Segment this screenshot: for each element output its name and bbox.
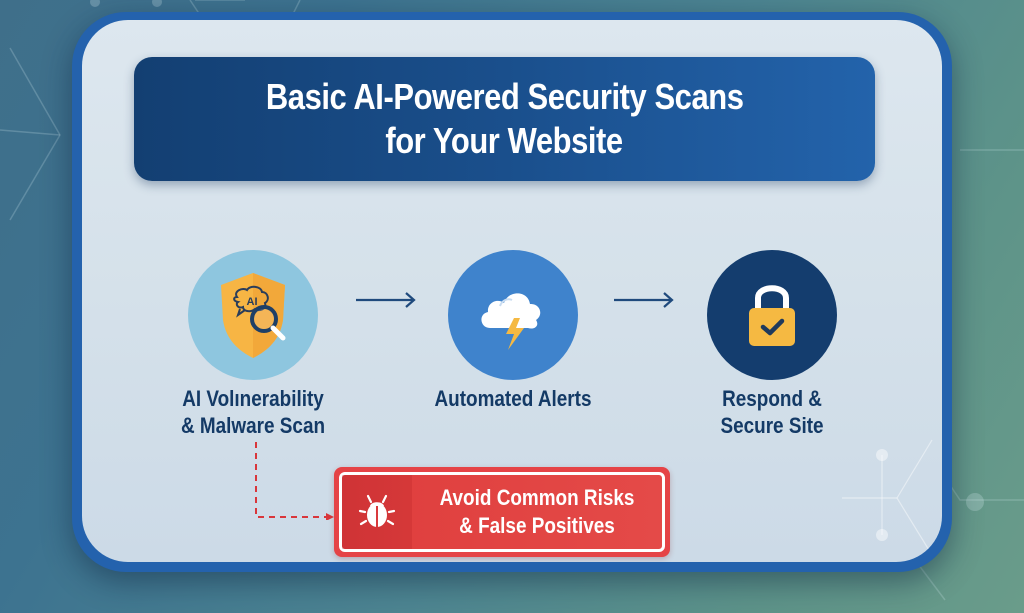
- svg-text:AI: AI: [247, 296, 258, 308]
- bug-icon: [358, 494, 396, 527]
- step-respond-circle: [707, 250, 837, 380]
- step-alerts-circle: [448, 250, 578, 380]
- step-alerts-label: Automated Alerts: [434, 386, 592, 411]
- title-line-2: for Your Website: [385, 120, 624, 161]
- cloud-lightning-icon: [481, 293, 541, 350]
- warning-text: Avoid Common Risks & False Positives: [439, 485, 635, 538]
- shield-ai-magnifier-icon: AI: [221, 273, 286, 358]
- padlock-check-icon: [749, 285, 795, 346]
- title-line-1: Basic AI-Powered Security Scans: [265, 76, 744, 117]
- card-circuit-decoration: [842, 439, 933, 556]
- title-banner: Basic AI-Powered Security Scans for Your…: [134, 57, 875, 181]
- arrow-right-icon: [614, 292, 674, 308]
- diagram-card: Basic AI-Powered Security Scans for Your…: [82, 20, 942, 562]
- dashed-connector-arrow: [255, 442, 334, 520]
- step-respond-label: Respond & Secure Site: [720, 386, 824, 438]
- arrow-right-icon: [356, 292, 416, 308]
- warning-box: Avoid Common Risks & False Positives: [334, 467, 670, 557]
- step-scan-circle: AI: [188, 250, 318, 380]
- step-scan-label: AI Volınerability & Malware Scan: [180, 386, 326, 438]
